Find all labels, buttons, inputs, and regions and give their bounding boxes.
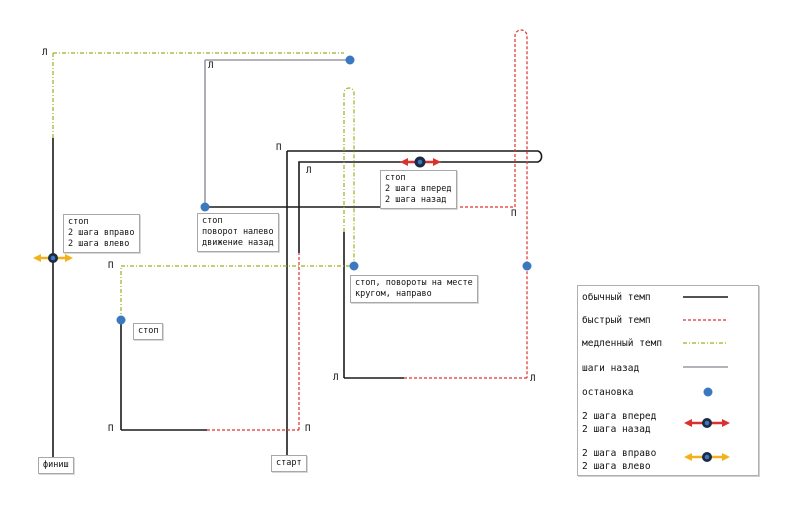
stop-markers (116, 55, 532, 325)
start-label: старт (271, 455, 307, 472)
note-stop-turns: стоп, повороты на месте кругом, направо (350, 275, 478, 303)
legend: обычный темп быстрый темп медленный темп… (577, 285, 759, 476)
turn-mark-right: П (276, 143, 282, 153)
turn-mark-left: Л (530, 374, 536, 384)
fast-pace-lines (207, 29, 528, 431)
backward-steps-lines (204, 59, 350, 207)
turn-mark-right: П (305, 424, 311, 434)
finish-label: финиш (38, 457, 74, 474)
legend-sides-label: 2 шага вправо 2 шага влево (582, 448, 657, 472)
turn-mark-right: П (108, 261, 114, 271)
forward-back-marker (400, 156, 441, 168)
note-steps-forward-back: стоп 2 шага вперед 2 шага назад (380, 170, 457, 209)
sides-marker (33, 253, 73, 263)
legend-normal-label: обычный темп (582, 292, 651, 303)
turn-mark-left: Л (42, 48, 48, 58)
normal-pace-lines (52, 138, 543, 458)
turn-mark-left: Л (208, 61, 214, 71)
turn-mark-right: П (108, 424, 114, 434)
turn-mark-left: Л (333, 373, 339, 383)
legend-back-label: шаги назад (582, 363, 640, 374)
legend-fast-label: быстрый темп (582, 315, 651, 326)
legend-forward-back-label: 2 шага вперед 2 шага назад (582, 411, 657, 435)
legend-stop-label: остановка (582, 387, 634, 398)
note-stop: стоп (133, 323, 164, 340)
slow-pace-lines (52, 52, 355, 320)
note-stop-turn-left-back: стоп поворот налево движение назад (197, 213, 279, 252)
note-stop-sides: стоп 2 шага вправо 2 шага влево (63, 214, 140, 253)
legend-swatches (683, 296, 730, 462)
turn-mark-left: Л (306, 166, 312, 176)
legend-slow-label: медленный темп (582, 338, 663, 349)
turn-mark-right: П (511, 209, 517, 219)
